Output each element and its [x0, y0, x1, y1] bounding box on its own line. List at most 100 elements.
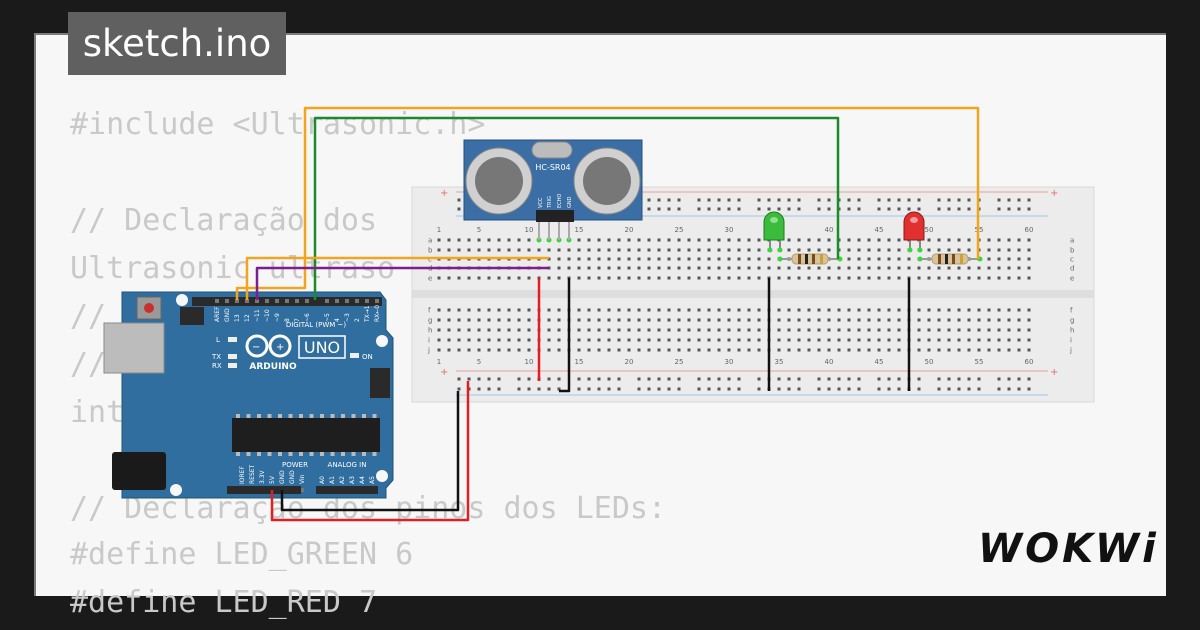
row-letter: f [428, 307, 431, 315]
wire-green-led [313, 116, 840, 300]
pin-label: A4 [359, 476, 366, 484]
pin-markers [536, 237, 983, 262]
pin-label: GND [224, 308, 231, 322]
pin-label: ECHO [557, 194, 563, 208]
column-number: 20 [625, 358, 634, 366]
analog-header [316, 486, 378, 494]
pin-label: ~5 [324, 313, 331, 322]
row-letter: c [1070, 256, 1074, 264]
tx-label: TX [211, 353, 221, 361]
row-letter: g [1070, 317, 1074, 325]
plus-sign: + [1050, 188, 1058, 199]
code-line: #define LED_GREEN 6 [70, 537, 414, 572]
column-number: 30 [725, 226, 734, 234]
sensor-model: HC-SR04 [535, 163, 570, 172]
column-number: 50 [925, 226, 934, 234]
pin-label: 2 [354, 318, 361, 322]
column-number: 45 [875, 226, 884, 234]
code-line: #define LED_RED 7 [70, 585, 378, 620]
transducer-icon [475, 157, 523, 205]
row-letter: c [428, 256, 432, 264]
analog-label: ANALOG IN [328, 461, 367, 469]
pin-label: TRIG [547, 196, 553, 209]
rx-label: RX [212, 362, 222, 370]
pin-label: 13 [234, 314, 241, 322]
pin-label: IOREF [239, 466, 246, 484]
board-model: UNO [304, 338, 340, 357]
column-number: 40 [825, 358, 834, 366]
plus-sign: + [1050, 367, 1058, 378]
wire-black-gnd [559, 278, 571, 393]
pin-label: A1 [329, 476, 336, 484]
wokwi-logo: WOKWi [978, 526, 1159, 572]
pin-label: ~11 [254, 309, 261, 322]
file-tab[interactable]: sketch.ino [68, 12, 286, 75]
row-letter: e [1070, 275, 1074, 283]
row-letter: a [1070, 237, 1074, 245]
code-line: // [70, 299, 125, 334]
wires [235, 106, 980, 522]
code-line: int [70, 395, 125, 430]
wire-yellow-vcc [235, 106, 980, 300]
row-letter: b [1070, 247, 1075, 255]
microcontroller-chip [232, 418, 380, 452]
resistor[interactable] [780, 253, 840, 265]
pin-label: Vin [299, 474, 306, 484]
column-number: 10 [525, 358, 534, 366]
row-letter: j [427, 347, 430, 355]
column-number: 40 [825, 226, 834, 234]
column-number: 25 [675, 358, 684, 366]
pin-label: AREF [214, 306, 221, 322]
chip-pins [236, 414, 377, 456]
svg-text:−: − [252, 342, 260, 353]
row-letter: a [428, 237, 432, 245]
wire-black-gnd-bottom [280, 391, 460, 512]
svg-text:+: + [276, 342, 284, 353]
power-label: POWER [282, 461, 308, 469]
pin-label: TX→1 [364, 305, 371, 323]
ultrasonic-sensor[interactable]: HC-SR04 VCC TRIG ECHO GND [463, 139, 643, 240]
column-number: 5 [477, 226, 481, 234]
column-number: 15 [575, 226, 584, 234]
column-number: 50 [925, 358, 934, 366]
plus-sign: + [440, 367, 448, 378]
pin-label: 8 [284, 318, 291, 322]
pin-label: ~10 [264, 309, 271, 322]
usb-port [103, 322, 165, 374]
column-number: 60 [1025, 358, 1034, 366]
pin-label: GND [567, 196, 573, 208]
code-line: #include <Ultrasonic.h> [70, 107, 486, 142]
column-number: 10 [525, 226, 534, 234]
pin-label: 7 [294, 318, 301, 322]
red-led[interactable] [903, 211, 925, 250]
pin-label: ~9 [274, 313, 281, 322]
pin-label: A0 [319, 476, 326, 484]
digital-label: DIGITAL (PWM ~) [286, 321, 347, 329]
resistor[interactable] [920, 253, 980, 265]
pin-label: ~6 [304, 313, 311, 322]
pin-label: 3.3V [259, 469, 266, 484]
board-brand: ARDUINO [249, 362, 297, 372]
pin-label: A3 [349, 476, 356, 484]
pin-label: A5 [369, 476, 376, 484]
pin-label: 5V [269, 475, 276, 484]
row-letter: i [1070, 337, 1072, 345]
column-number: 35 [775, 358, 784, 366]
code-line: // [70, 347, 125, 382]
row-letter: d [1070, 265, 1074, 273]
row-letter: h [1070, 327, 1074, 335]
pin-label: ~3 [344, 313, 351, 322]
pin-label: RX←0 [374, 305, 381, 322]
pin-label: 12 [244, 314, 251, 322]
column-number: 15 [575, 358, 584, 366]
infinity-logo [245, 334, 292, 358]
wire-purple-echo [255, 266, 549, 300]
power-jack [112, 452, 166, 490]
on-label: ON [362, 353, 373, 361]
l-label: L [216, 336, 220, 344]
pin-label: GND [289, 470, 296, 484]
